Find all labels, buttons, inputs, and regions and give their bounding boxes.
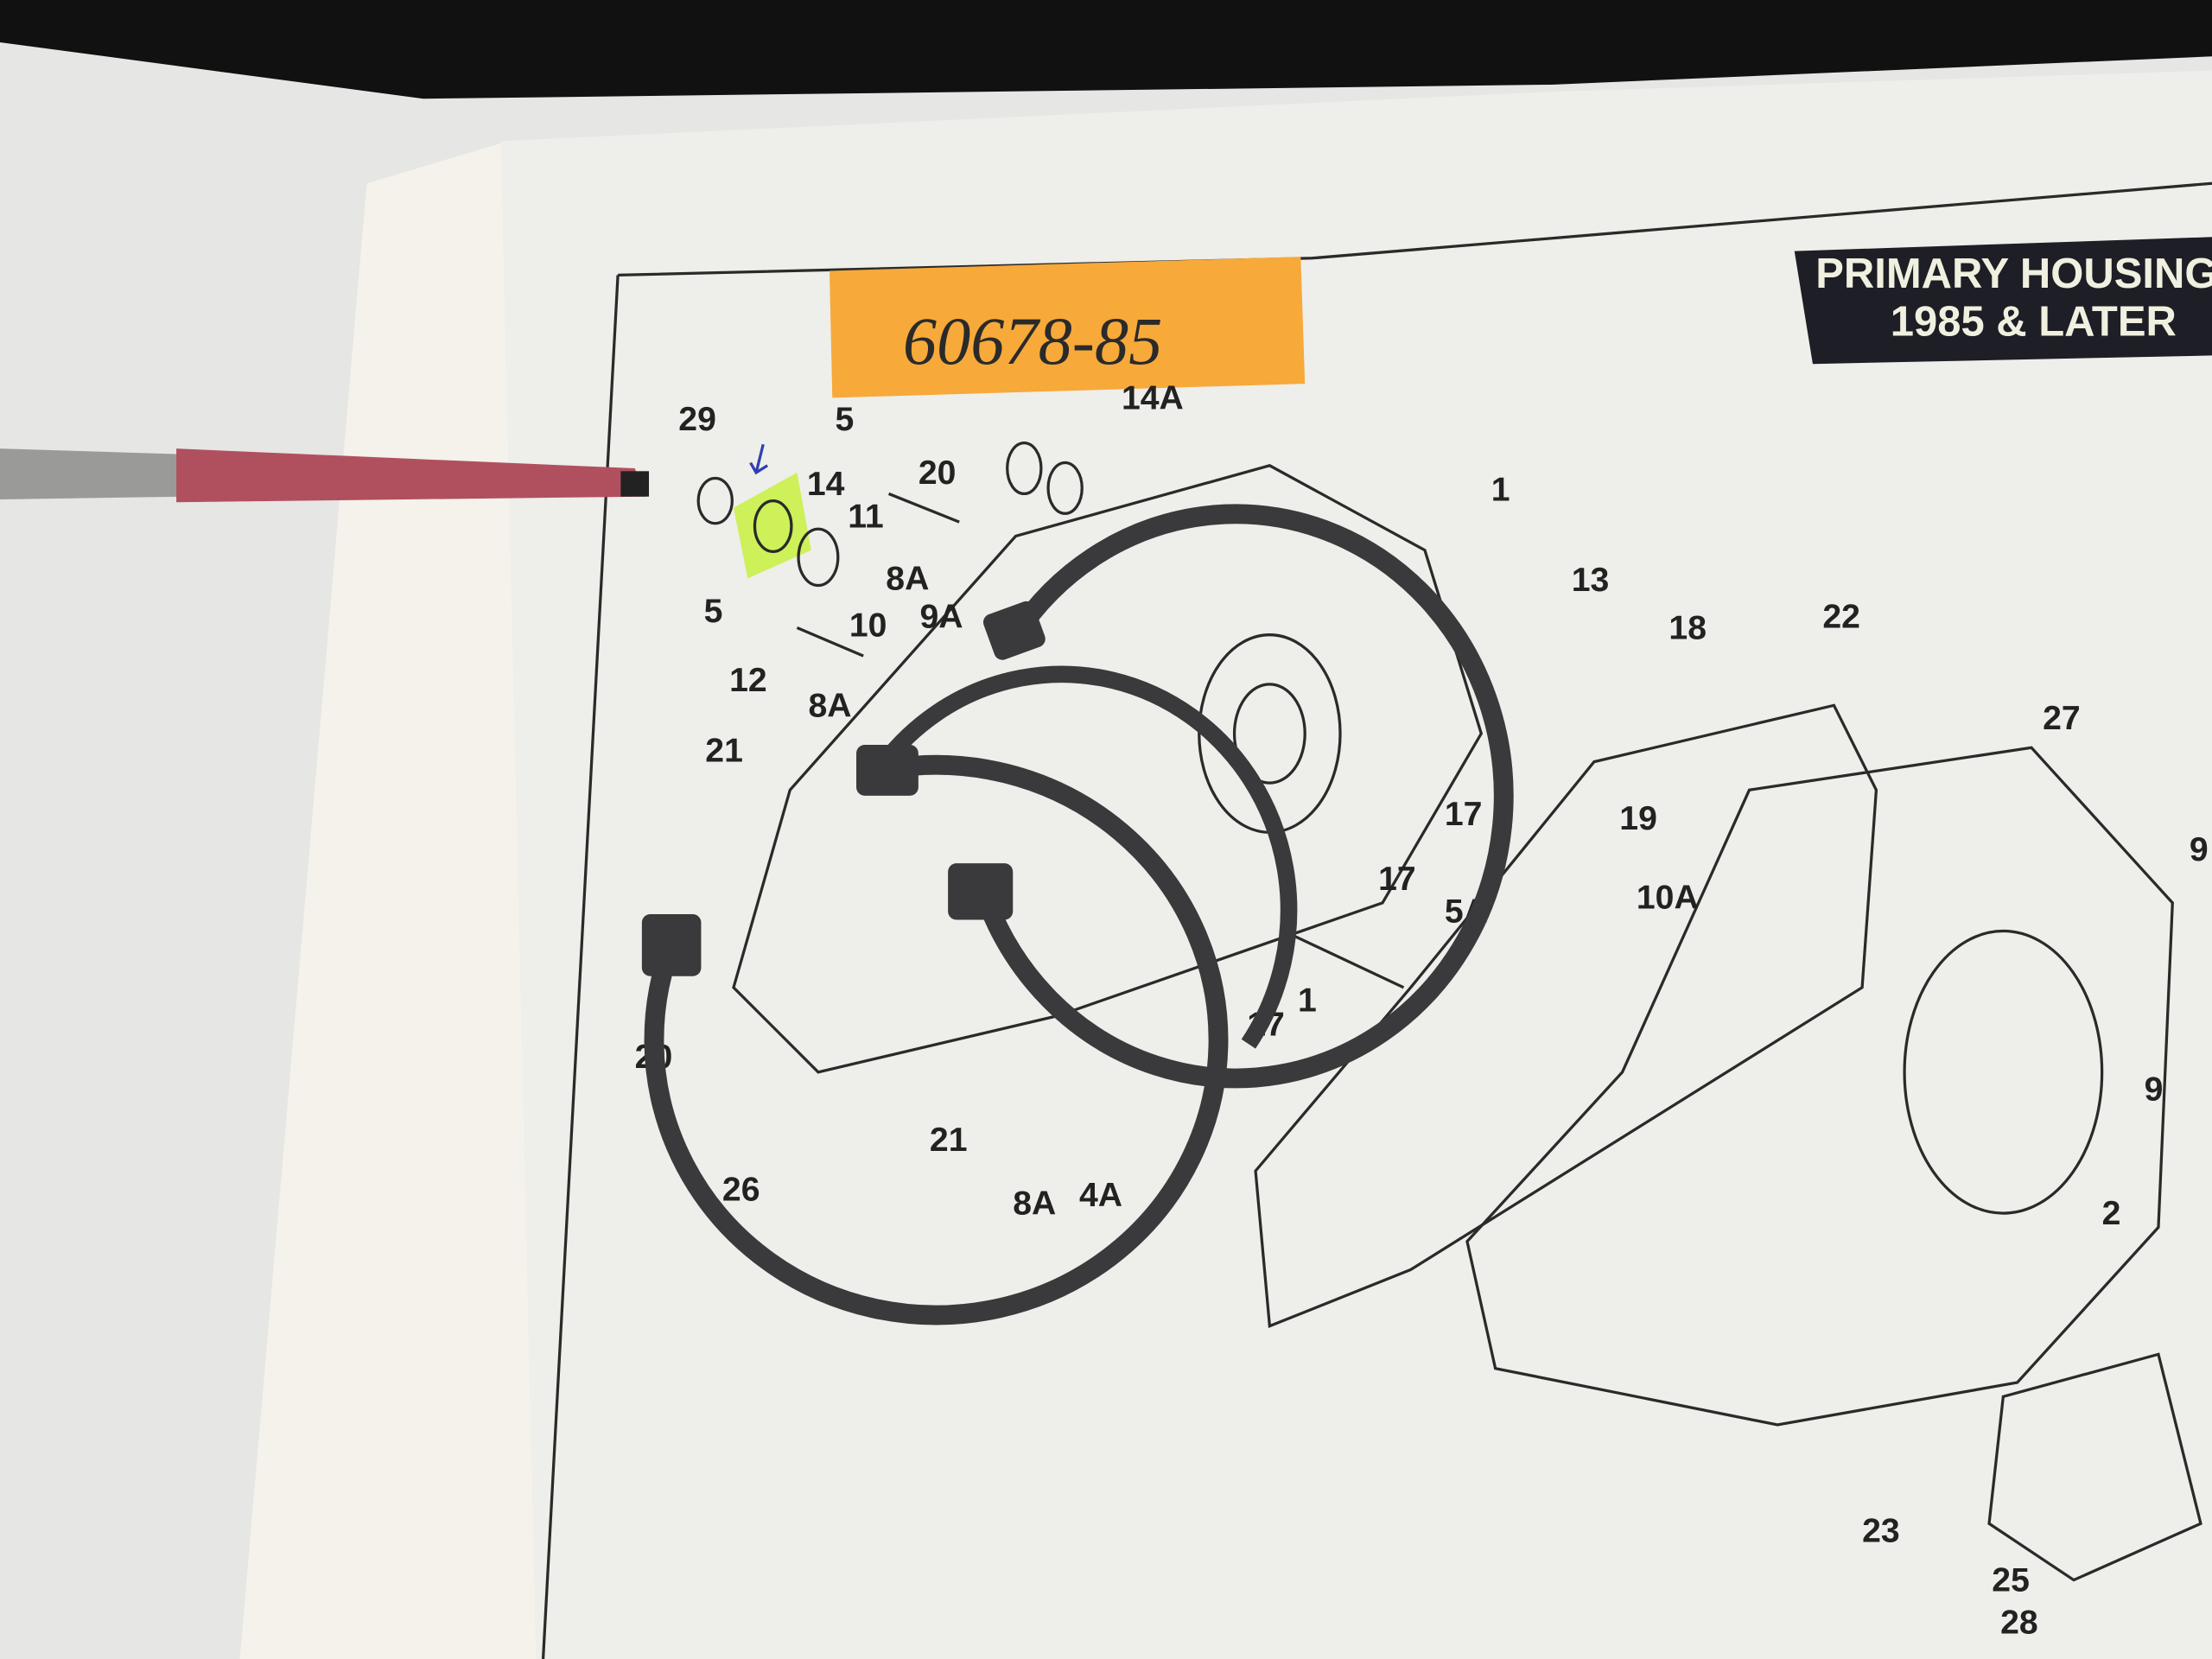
- callout-label: 29: [678, 401, 716, 438]
- callout-label: 2: [2102, 1195, 2121, 1232]
- callout-label: 14A: [1122, 379, 1184, 416]
- callout-label: 9: [2190, 831, 2209, 868]
- book-page: [500, 70, 2212, 1659]
- callout-label: 11: [848, 499, 883, 536]
- screwdriver: [0, 448, 650, 503]
- callout-label: 5: [704, 593, 723, 630]
- snap-ring-large: [978, 504, 1514, 1089]
- callout-label: 20: [918, 454, 957, 492]
- callout-label: 12: [729, 662, 767, 699]
- snap-rings: [641, 504, 1514, 1325]
- callout-label: 27: [2043, 700, 2081, 737]
- callout-label: 1: [1298, 982, 1317, 1020]
- callout-label: 23: [1862, 1512, 1900, 1549]
- callout-label: 8A: [809, 687, 852, 724]
- header-title-line2: 1985 & LATER: [1891, 299, 2177, 346]
- callout-label: 17: [1445, 796, 1483, 833]
- callout-label: 25: [1992, 1562, 2030, 1599]
- callout-label: 28: [2000, 1605, 2038, 1642]
- sticky-note: 60678-85: [830, 257, 1306, 398]
- callout-label: 8A: [886, 560, 929, 597]
- callout-label: 17: [1378, 861, 1416, 898]
- callout-label: 4A: [1079, 1177, 1122, 1214]
- snap-ring-middle: [644, 754, 1229, 1325]
- callout-label: 14: [807, 466, 845, 503]
- callout-label: 18: [1669, 610, 1707, 647]
- callout-label: 26: [722, 1171, 760, 1208]
- callout-labels: 29 5 14A 14 11 20 8A 9A 1 13 18 22 5 10 …: [635, 379, 2209, 1641]
- book-page-edges: [239, 141, 537, 1659]
- callout-label: 9A: [919, 599, 963, 636]
- callout-label: 1: [1491, 472, 1510, 509]
- highlighter-mark: [733, 472, 811, 579]
- callout-label: 21: [930, 1122, 968, 1159]
- header-title-line1: PRIMARY HOUSING: [1815, 251, 2212, 297]
- sticky-note-text: 60678-85: [903, 303, 1162, 378]
- callout-label: 19: [1619, 800, 1657, 837]
- callout-label: 9: [2145, 1071, 2164, 1108]
- callout-label: 22: [1822, 599, 1860, 636]
- callout-label: 10: [849, 607, 887, 644]
- callout-label: 13: [1572, 562, 1610, 599]
- callout-label: 10A: [1637, 879, 1699, 916]
- pen-arrow-mark: [749, 443, 769, 475]
- frame-top: [618, 181, 2212, 276]
- dark-background: [0, 0, 2212, 99]
- callout-label: 5: [836, 401, 855, 438]
- frame-left: [541, 275, 620, 1659]
- section-header: PRIMARY HOUSING 1985 & LATER: [1794, 237, 2212, 365]
- snap-ring-inner: [868, 665, 1298, 1049]
- callout-label: 8A: [1013, 1185, 1056, 1223]
- callout-label: 21: [705, 733, 743, 770]
